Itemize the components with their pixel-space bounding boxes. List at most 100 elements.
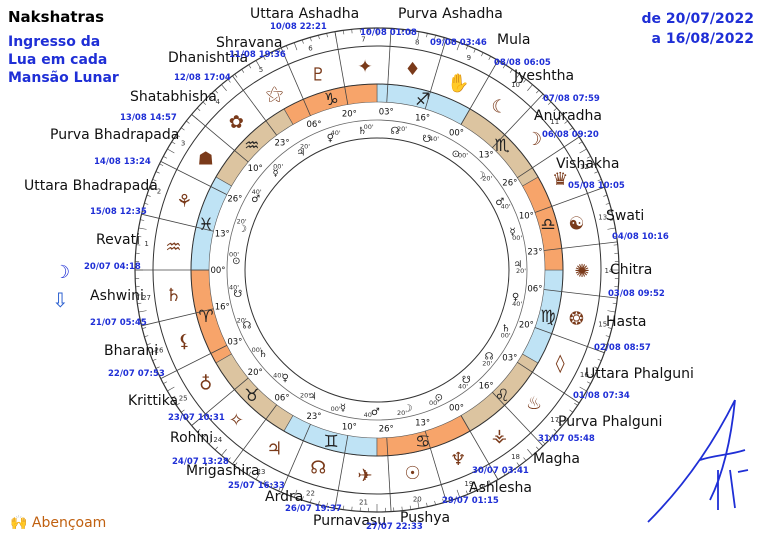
- planet-glyph-icon: ♂: [371, 407, 380, 418]
- nakshatra-name: Shravana: [216, 35, 283, 51]
- planet-glyph-icon: ☿: [340, 403, 346, 414]
- nakshatra-symbol-icon: ✈: [358, 466, 373, 487]
- house-number: 22: [306, 489, 315, 497]
- degree-label: 20°: [248, 368, 263, 378]
- nakshatra-symbol-icon: ♃: [266, 439, 282, 460]
- nakshatra-symbol-icon: ♄: [165, 285, 181, 306]
- nakshatra-ingress-time: 08/08 06:05: [494, 58, 551, 68]
- nakshatra-name: Krittika: [128, 393, 179, 409]
- planet-glyph-icon: ♂: [251, 194, 260, 205]
- nakshatra-symbol-icon: ♇: [310, 65, 326, 86]
- down-arrow-icon: ⇩: [52, 288, 69, 312]
- minute-label: 20': [482, 360, 492, 368]
- planet-glyph-icon: ♀: [281, 373, 288, 384]
- degree-ring-inner: [226, 119, 528, 421]
- zodiac-sign-glyph: ♎: [540, 215, 555, 235]
- nakshatra-divider: [543, 241, 618, 251]
- nakshatra-divider: [280, 47, 311, 116]
- house-number: 19: [464, 480, 473, 488]
- house-number: 4: [216, 98, 221, 106]
- degree-label: 06°: [527, 284, 542, 294]
- house-number: 21: [359, 499, 368, 507]
- minute-label: 20': [300, 392, 310, 400]
- minute-label: 40': [501, 202, 511, 210]
- minute-label: 00': [458, 151, 468, 159]
- signature: [647, 399, 749, 523]
- date-from: de 20/07/2022: [641, 11, 754, 27]
- minute-label: 20': [516, 267, 526, 275]
- degree-label: 16°: [215, 303, 230, 313]
- nakshatra-name: Chitra: [610, 262, 653, 278]
- zodiac-sign-glyph: ♓: [198, 215, 213, 235]
- nakshatra-name: Uttara Bhadrapada: [24, 178, 158, 194]
- minute-label: 20': [237, 218, 247, 226]
- nakshatra-ingress-time: 11/08 19:36: [229, 50, 286, 60]
- house-number: 11: [550, 118, 559, 126]
- house-number: 1: [144, 240, 148, 248]
- planet-glyph-icon: ⊙: [452, 149, 460, 160]
- nakshatra-name: Purva Bhadrapada: [50, 127, 180, 143]
- nakshatra-name: Swati: [606, 208, 645, 224]
- nakshatra-name: Rohini: [170, 430, 214, 446]
- nakshatra-name: Ardra: [265, 489, 304, 505]
- nakshatra-symbol-icon: ✋: [447, 72, 469, 94]
- degree-label: 16°: [479, 382, 494, 392]
- zodiac-sign-glyph: ♒: [244, 136, 259, 156]
- house-number: 25: [179, 394, 188, 402]
- zodiac-sign-glyph: ♉: [244, 386, 259, 406]
- nakshatra-symbol-icon: ♦: [405, 59, 421, 80]
- nakshatra-ingress-time: 29/07 01:15: [442, 496, 499, 506]
- minute-label: 00': [501, 332, 511, 340]
- planet-glyph-icon: ♄: [358, 126, 367, 137]
- nakshatra-ingress-time: 10/08 01:08: [360, 28, 417, 38]
- nakshatra-divider: [141, 308, 214, 327]
- house-number: 6: [308, 45, 313, 53]
- minute-label: 40': [331, 129, 341, 137]
- nakshatra-divider: [232, 75, 277, 136]
- minute-label: 40': [364, 411, 374, 419]
- nakshatra-symbol-icon: ☯: [568, 214, 584, 235]
- planet-glyph-icon: ☿: [509, 227, 515, 238]
- planet-glyph-icon: ♀: [512, 292, 519, 303]
- degree-label: 26°: [379, 425, 394, 435]
- nakshatra-symbol-icon: ⚶: [492, 425, 507, 446]
- nakshatra-name: Hasta: [606, 314, 647, 330]
- nakshatra-ingress-time: 12/08 17:04: [174, 73, 231, 83]
- date-to: a 16/08/2022: [651, 31, 754, 47]
- minute-label: 20': [397, 125, 407, 133]
- minute-label: 00': [429, 399, 439, 407]
- nakshatra-name: Purva Phalguni: [558, 414, 663, 430]
- nakshatra-ingress-time: 05/08 10:05: [568, 181, 625, 191]
- nakshatra-divider: [424, 38, 447, 110]
- nakshatra-name: Uttara Ashadha: [250, 6, 360, 22]
- house-number: 27: [142, 294, 151, 302]
- degree-label: 20°: [519, 320, 534, 330]
- house-number: 7: [361, 35, 365, 43]
- planet-glyph-icon: ♀: [327, 133, 334, 144]
- house-number: 10: [511, 81, 520, 89]
- minute-label: 00': [229, 250, 239, 258]
- nakshatra-ingress-time: 27/07 22:33: [366, 522, 423, 532]
- zodiac-sign-glyph: ♊: [324, 432, 339, 452]
- house-number: 26: [155, 346, 164, 354]
- nakshatra-divider: [191, 114, 249, 163]
- nakshatra-ingress-time: 23/07 10:31: [168, 413, 225, 423]
- nakshatra-divider: [491, 391, 544, 447]
- nakshatra-ingress-time: 03/08 09:52: [608, 289, 665, 299]
- degree-label: 03°: [227, 337, 242, 347]
- nakshatra-ingress-time: 20/07 04:18: [84, 262, 141, 272]
- minute-label: 40': [458, 383, 468, 391]
- nakshatra-name: Purva Ashadha: [398, 6, 503, 22]
- nakshatra-name: Uttara Phalguni: [585, 366, 694, 382]
- nakshatra-name: Mula: [497, 32, 531, 48]
- nakshatra-divider: [334, 435, 349, 509]
- house-number: 12: [580, 163, 589, 171]
- planet-glyph-icon: ♂: [495, 197, 504, 208]
- house-number: 20: [413, 495, 422, 503]
- degree-label: 10°: [342, 423, 357, 433]
- house-number: 14: [605, 267, 614, 275]
- nakshatra-ingress-time: 14/08 13:24: [94, 157, 151, 167]
- nakshatra-ingress-time: 24/07 13:28: [172, 457, 229, 467]
- planet-glyph-icon: ♄: [258, 349, 267, 360]
- house-number: 5: [259, 66, 263, 74]
